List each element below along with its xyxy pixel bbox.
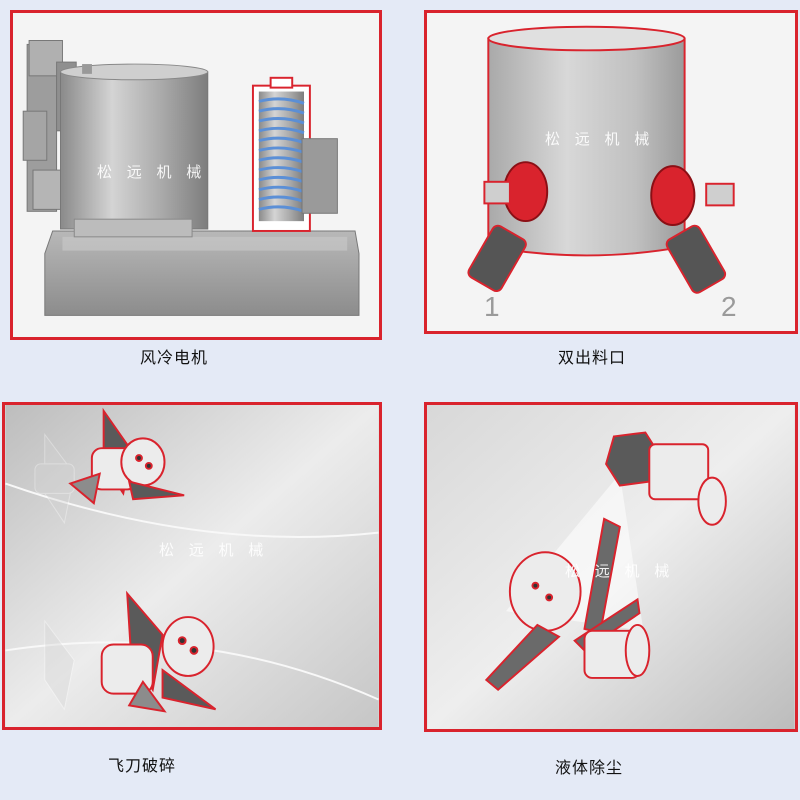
watermark: 松 远 机 械 <box>159 541 269 559</box>
caption-air-cooled-motor: 风冷电机 <box>140 348 209 367</box>
watermark: 松 远 机 械 <box>565 562 675 580</box>
watermark: 松 远 机 械 <box>97 163 207 181</box>
watermark: 松 远 机 械 <box>545 130 655 148</box>
port-label-1: 1 <box>484 291 500 322</box>
panel-air-cooled-motor: 松 远 机 械 <box>10 10 382 340</box>
air-cooled-motor-illustration <box>22 40 360 316</box>
fly-knife-illustration <box>5 405 379 727</box>
caption-fly-knife: 飞刀破碎 <box>108 756 177 775</box>
port-label-2: 2 <box>721 291 737 322</box>
caption-dual-discharge: 双出料口 <box>558 348 627 367</box>
panel-fly-knife: 松 远 机 械 <box>2 402 382 730</box>
panel-dual-discharge: 松 远 机 械 1 2 <box>424 10 798 334</box>
caption-liquid-dust-removal: 液体除尘 <box>555 758 624 777</box>
panel-liquid-dust-removal: 松 远 机 械 <box>424 402 798 732</box>
liquid-dust-removal-illustration <box>427 405 795 729</box>
dual-discharge-illustration <box>467 25 735 294</box>
